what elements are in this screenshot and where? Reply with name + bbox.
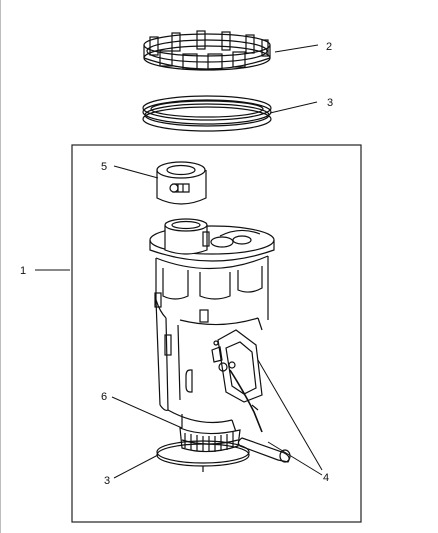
leader-line-4a [257,359,323,471]
filter-part [156,161,207,205]
callout-5: 5 [101,161,107,173]
leader-line-5 [113,165,159,179]
lock-ring-part [143,30,271,71]
page-edge-line [0,0,1,533]
leader-line-2 [274,44,319,53]
callout-6: 6 [101,391,107,403]
callout-4: 4 [323,472,329,484]
leader-line-6 [111,396,183,429]
module-frame [71,144,362,523]
leader-line-3-top [269,101,318,114]
callout-2: 2 [326,41,332,53]
pump-module-body [149,218,291,472]
top-seal-part [142,95,272,132]
callout-3-top: 3 [327,97,333,109]
leader-line-4b [267,441,323,476]
leader-lines [35,44,323,479]
leader-line-3-bottom [113,454,159,479]
callout-3-bottom: 3 [104,475,110,487]
callout-1: 1 [20,265,26,277]
